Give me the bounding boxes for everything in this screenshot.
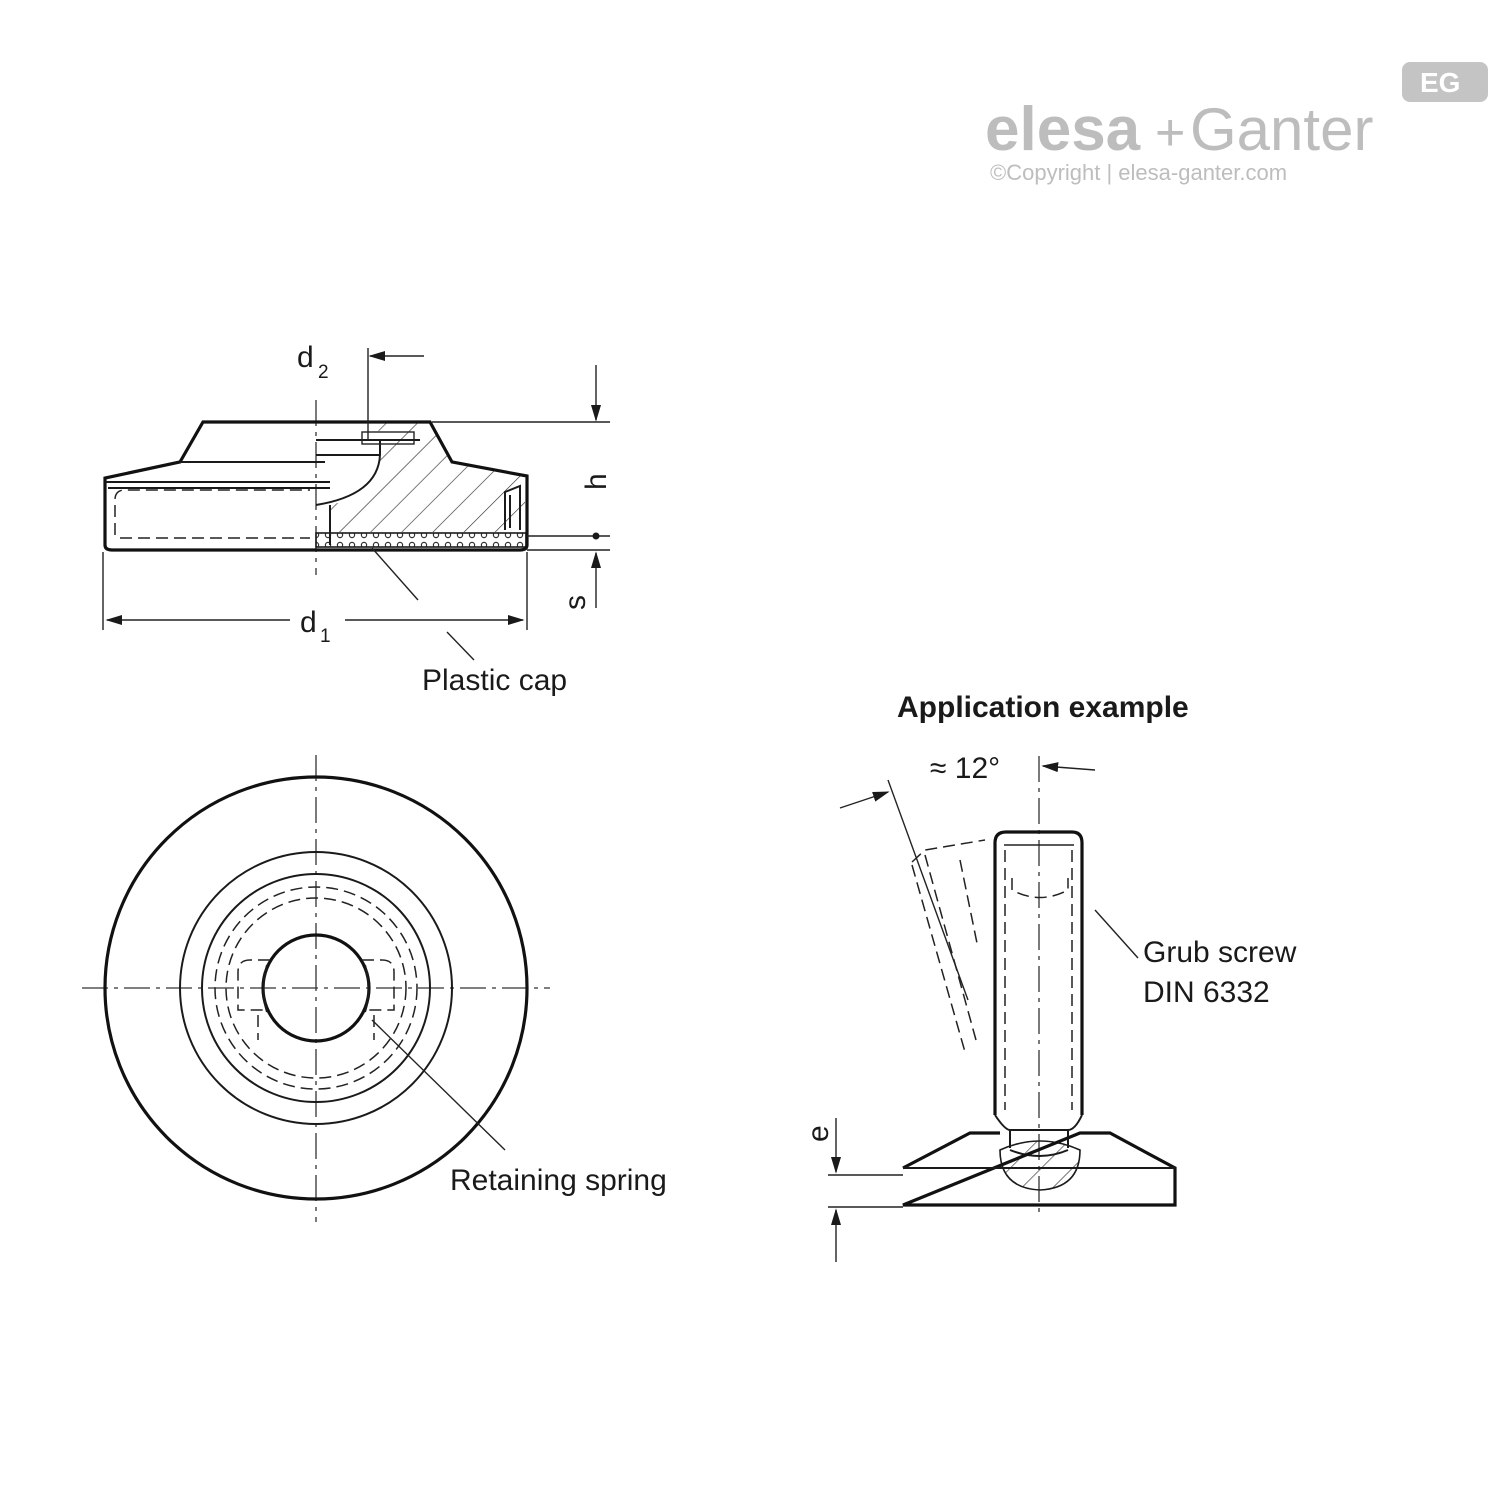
label-angle: ≈ 12° <box>930 752 1000 785</box>
label-d2: d <box>297 341 314 374</box>
label-d1-sub: 1 <box>320 626 331 647</box>
brand-name-right: Ganter <box>1190 96 1373 163</box>
label-retaining-spring: Retaining spring <box>450 1164 667 1197</box>
brand-plus: + <box>1155 104 1185 162</box>
application-example: Application example ≈ 12° Grub screw DIN… <box>802 691 1297 1262</box>
label-plastic-cap: Plastic cap <box>422 664 567 697</box>
brand-copyright: ©Copyright | elesa-ganter.com <box>990 160 1287 185</box>
label-d2-sub: 2 <box>318 362 329 383</box>
brand-name-left: elesa <box>985 95 1141 164</box>
label-s: s <box>559 595 592 610</box>
side-section-view: d 2 h s d 1 Plastic cap <box>102 341 613 697</box>
label-grub-screw-2: DIN 6332 <box>1143 976 1270 1009</box>
label-h: h <box>580 473 613 490</box>
label-e: e <box>802 1125 835 1142</box>
application-example-title: Application example <box>897 691 1189 724</box>
top-view: Retaining spring <box>82 755 667 1222</box>
brand-badge: EG <box>1420 67 1460 98</box>
brand-logo: elesa + Ganter ©Copyright | elesa-ganter… <box>985 62 1488 185</box>
brand-badge-icon <box>1402 62 1488 102</box>
label-grub-screw-1: Grub screw <box>1143 936 1297 969</box>
label-d1: d <box>300 606 317 639</box>
